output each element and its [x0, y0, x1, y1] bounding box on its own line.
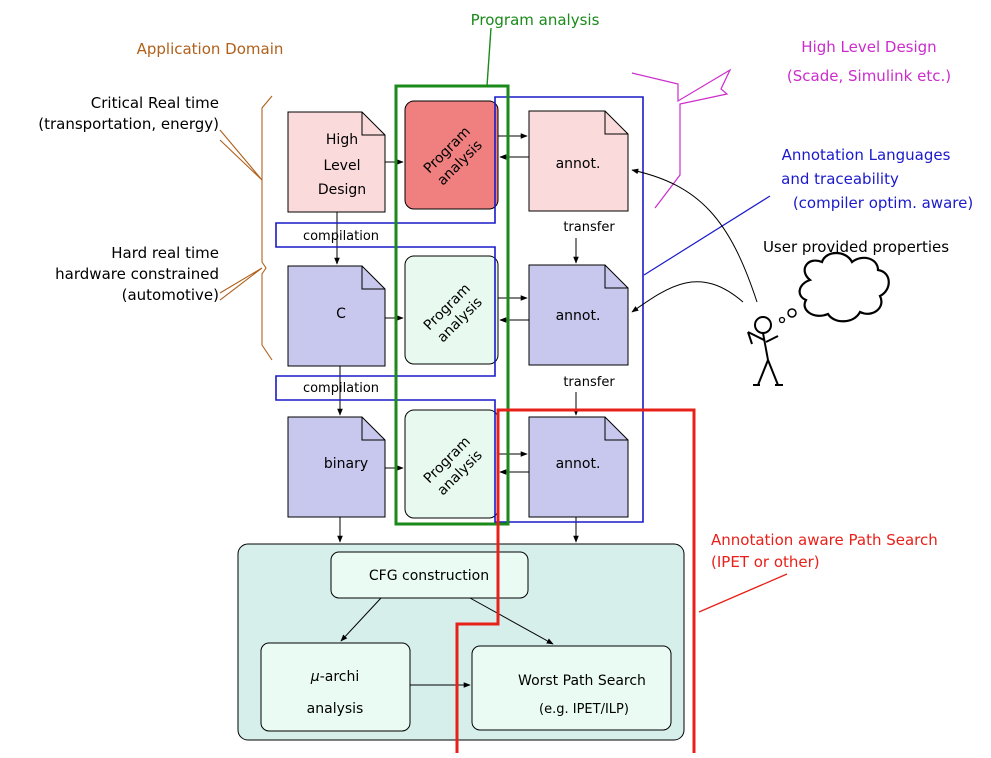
path-search-outline — [455, 408, 696, 753]
doc-c-label: C — [336, 306, 346, 322]
thought-bubble-tiny-icon — [778, 316, 786, 324]
doc-annot-top-label: annot. — [556, 156, 601, 172]
application-domain-pointers — [219, 129, 263, 301]
annotation-languages-line3: (compiler optim. aware) — [793, 194, 973, 212]
uarchi-analysis-label-2: analysis — [307, 701, 364, 717]
path-search-label-1: Annotation aware Path Search — [711, 531, 938, 549]
doc-annot-middle — [528, 264, 629, 366]
hard-rt-line1: Hard real time — [111, 244, 219, 262]
doc-annot-bottom — [528, 416, 629, 518]
uarchi-mu: μ — [310, 669, 320, 685]
arrow-user-to-annot-mid — [631, 281, 744, 313]
arrow-cfg-to-worstpath — [469, 597, 554, 645]
path-search-label-2: (IPET or other) — [711, 553, 820, 571]
label-compilation-2: compilation — [303, 381, 379, 396]
user-properties-label: User provided properties — [763, 238, 949, 256]
program-analysis-title: Program analysis — [471, 11, 600, 29]
program-analysis-box-middle — [404, 255, 499, 365]
critical-rt-line2: (transportation, energy) — [38, 115, 219, 133]
high-level-design-subtitle: (Scade, Simulink etc.) — [787, 67, 951, 85]
arrow-user-to-annot-top — [631, 168, 758, 303]
doc-hld-line3: Design — [318, 182, 366, 198]
application-domain-brace — [261, 95, 273, 361]
doc-annot-middle-label: annot. — [556, 308, 601, 324]
doc-fold — [604, 265, 628, 289]
doc-hld-line2: Level — [324, 158, 361, 174]
thought-cloud-icon — [798, 251, 890, 323]
label-transfer-1: transfer — [563, 220, 615, 235]
uarchi-analysis-box — [260, 642, 411, 732]
user-stick-figure-icon — [747, 316, 783, 386]
critical-rt-line1: Critical Real time — [91, 94, 219, 112]
hard-rt-line2: hardware constrained — [55, 265, 219, 283]
worst-path-search-label: Worst Path Search — [518, 673, 646, 689]
path-search-pointer — [698, 573, 788, 613]
doc-binary-label: binary — [324, 456, 368, 472]
label-transfer-2: transfer — [563, 375, 615, 390]
uarchi-rest: -archi — [320, 669, 360, 685]
doc-fold — [604, 417, 628, 441]
thought-bubble-small-icon — [787, 308, 797, 318]
high-level-design-title: High Level Design — [801, 38, 936, 56]
application-domain-label: Application Domain — [137, 40, 284, 58]
label-compilation-1: compilation — [303, 229, 379, 244]
doc-hld-line1: High — [326, 132, 358, 148]
hard-rt-line3: (automotive) — [122, 286, 219, 304]
doc-annot-bottom-label: annot. — [556, 456, 601, 472]
program-analysis-pointer — [486, 27, 492, 87]
program-analysis-box-top — [404, 100, 499, 210]
annotation-languages-outline — [275, 96, 644, 523]
uarchi-analysis-label: μ-archi — [310, 669, 359, 685]
cfg-construction-box — [330, 551, 529, 599]
doc-fold — [604, 111, 628, 135]
program-analysis-outline — [394, 84, 510, 526]
annotation-languages-pointer — [643, 195, 771, 276]
doc-fold — [361, 417, 385, 441]
doc-c — [287, 265, 386, 367]
worst-path-search-box — [471, 645, 672, 731]
arrow-cfg-to-uarchi — [340, 597, 382, 642]
annotation-languages-line1: Annotation Languages — [782, 146, 951, 164]
doc-binary — [287, 416, 386, 518]
annotation-languages-line2: and traceability — [781, 170, 899, 188]
doc-fold — [361, 266, 385, 290]
doc-annot-top — [528, 110, 629, 212]
doc-fold — [361, 112, 385, 136]
high-level-design-brace — [631, 68, 732, 209]
cfg-construction-label: CFG construction — [369, 568, 489, 584]
worst-path-search-sublabel: (e.g. IPET/ILP) — [539, 702, 629, 717]
doc-high-level-design — [287, 111, 386, 213]
